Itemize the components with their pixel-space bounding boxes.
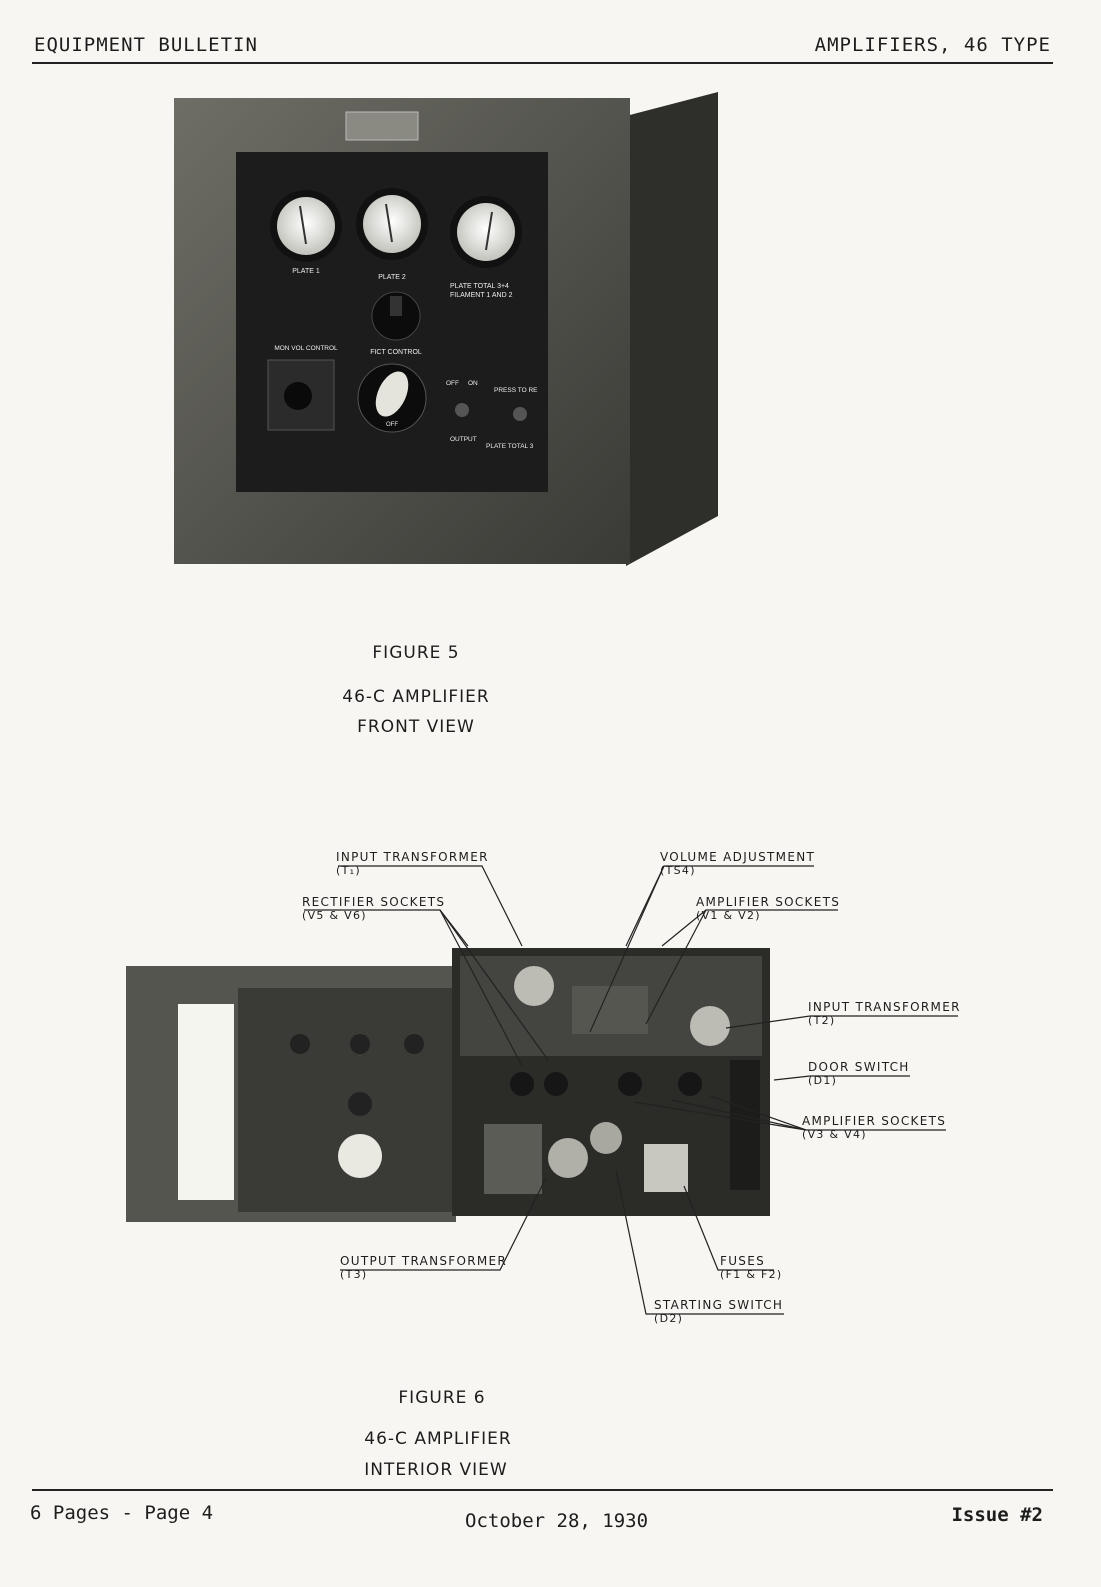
label-door-switch: DOOR SWITCH(D1) xyxy=(808,1060,910,1087)
label-fict: FICT CONTROL xyxy=(370,349,422,356)
footer-rule xyxy=(32,1489,1053,1491)
label-on: ON xyxy=(468,380,478,387)
terminal-strip xyxy=(572,986,648,1034)
toggle-switch xyxy=(455,403,469,417)
label-fuses: FUSES(F1 & F2) xyxy=(720,1254,783,1281)
figure6-photo xyxy=(126,948,770,1222)
label-amplifier-sockets-v1v2: AMPLIFIER SOCKETS(V1 & V2) xyxy=(696,895,841,922)
label-starting-switch: STARTING SWITCH(D2) xyxy=(654,1298,784,1325)
header-left: EQUIPMENT BULLETIN xyxy=(34,34,258,56)
label-input-t1: INPUT TRANSFORMER(T₁) xyxy=(336,850,489,877)
label-filament: FILAMENT 1 AND 2 xyxy=(450,292,513,299)
door-dial xyxy=(338,1134,382,1178)
footer-issue: Issue #2 xyxy=(951,1504,1043,1526)
label-plate-total: PLATE TOTAL 3+4 xyxy=(450,283,509,290)
label-plate-total-3: PLATE TOTAL 3 xyxy=(486,443,534,450)
fig5-number: FIGURE 5 xyxy=(372,643,460,663)
label-off: OFF xyxy=(446,380,459,387)
figure5-photo: PLATE 1 PLATE 2 PLATE TOTAL 3+4 FILAMENT… xyxy=(174,92,718,566)
fig5-model: 46-C AMPLIFIER xyxy=(342,687,490,707)
transformer-t3 xyxy=(548,1138,588,1178)
fuse-block xyxy=(644,1144,688,1192)
label-output-t3: OUTPUT TRANSFORMER(T3) xyxy=(340,1254,508,1281)
footer-date: October 28, 1930 xyxy=(465,1510,649,1532)
fig6-number: FIGURE 6 xyxy=(398,1388,486,1408)
label-amplifier-sockets-v3v4: AMPLIFIER SOCKETS(V3 & V4) xyxy=(802,1114,947,1141)
transformer-t1 xyxy=(514,966,554,1006)
transformer-t2 xyxy=(690,1006,730,1046)
starting-switch xyxy=(590,1122,622,1154)
press-button xyxy=(513,407,527,421)
label-plate1: PLATE 1 xyxy=(292,268,320,275)
fig6-model: 46-C AMPLIFIER xyxy=(364,1429,512,1449)
header-right: AMPLIFIERS, 46 TYPE xyxy=(814,34,1051,56)
cabinet-side xyxy=(626,92,718,566)
label-output: OUTPUT xyxy=(450,436,477,443)
fig6-view: INTERIOR VIEW xyxy=(364,1460,508,1480)
footer-pages: 6 Pages - Page 4 xyxy=(30,1502,214,1524)
label-mon-vol: MON VOL CONTROL xyxy=(274,345,338,352)
label-rectifier-sockets: RECTIFIER SOCKETS(V5 & V6) xyxy=(302,895,446,922)
header-rule xyxy=(32,62,1053,64)
label-plate2: PLATE 2 xyxy=(378,274,406,281)
fig5-view: FRONT VIEW xyxy=(357,717,475,737)
label-press: PRESS TO RE xyxy=(494,387,538,394)
label-input-t2: INPUT TRANSFORMER(T2) xyxy=(808,1000,961,1027)
label-volume-adjustment: VOLUME ADJUSTMENT(TS4) xyxy=(660,850,816,877)
nameplate xyxy=(345,111,419,141)
label-knob-off: OFF xyxy=(386,422,398,428)
